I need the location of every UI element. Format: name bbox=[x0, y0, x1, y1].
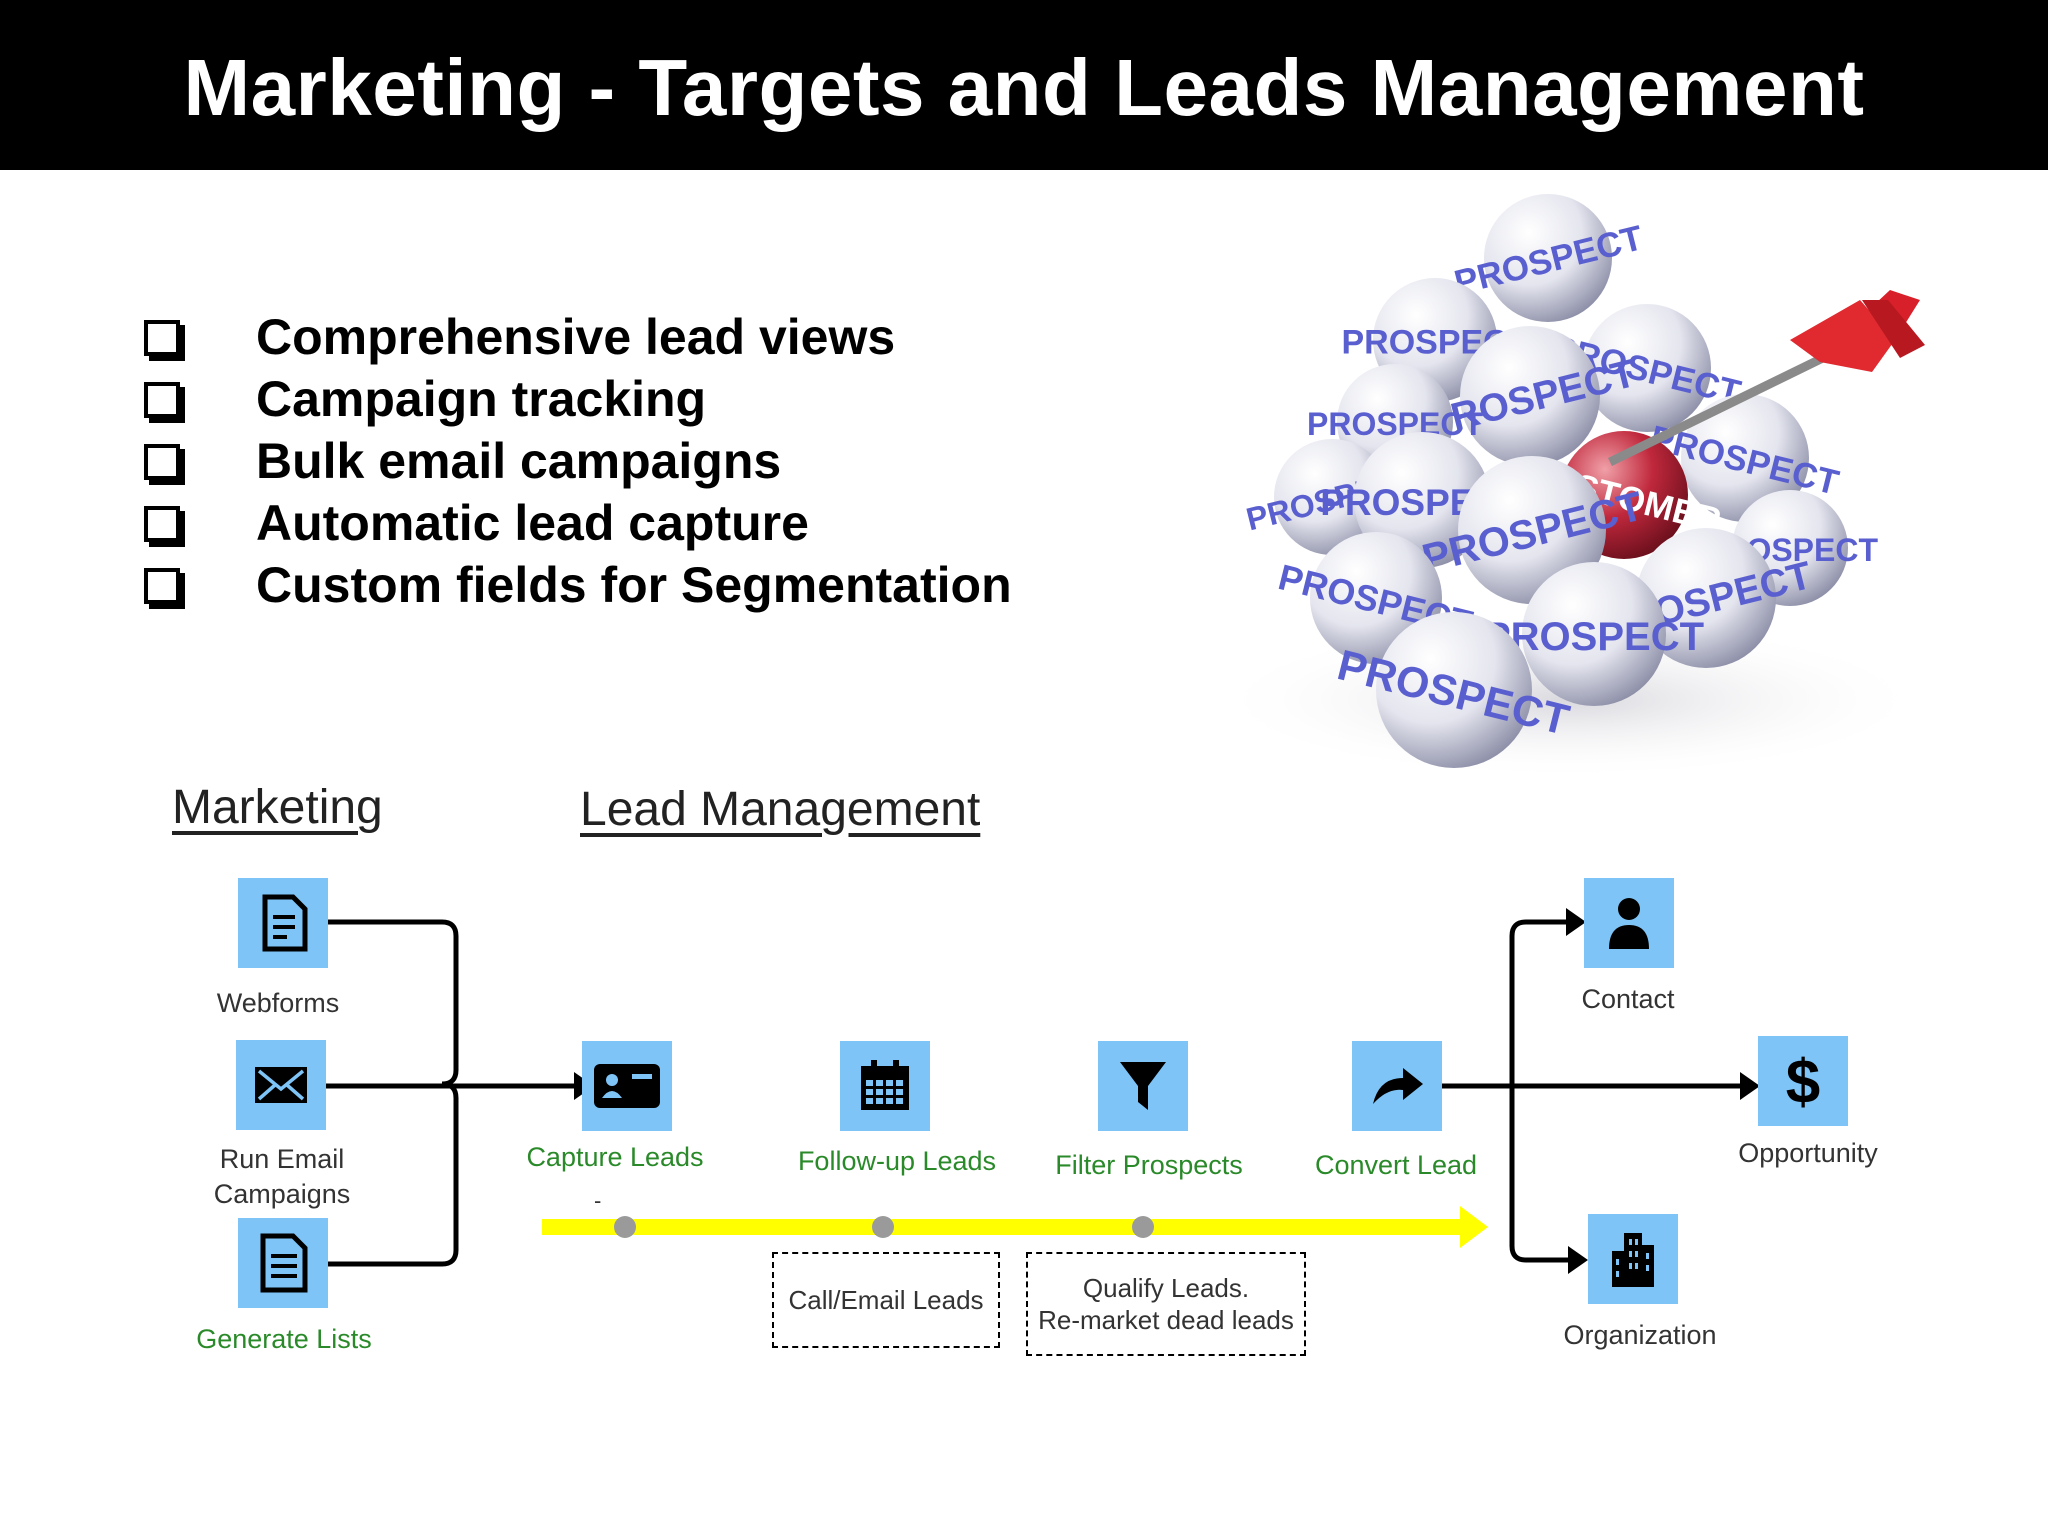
prospect-ball-text: PROSPECT bbox=[1484, 615, 1704, 659]
organization-label: Organization bbox=[1563, 1320, 1717, 1350]
prospect-ball-text: PROSPECT bbox=[1243, 460, 1423, 538]
prospect-ball bbox=[1636, 528, 1776, 668]
prospect-ball bbox=[1484, 194, 1612, 322]
id-card-icon bbox=[594, 1064, 660, 1108]
customer-ball bbox=[1560, 431, 1688, 559]
checkbox-icon bbox=[144, 568, 180, 604]
feature-label: Custom fields for Segmentation bbox=[256, 557, 1012, 613]
prospect-ball bbox=[1376, 612, 1532, 768]
filter-prospects-tile[interactable] bbox=[1098, 1041, 1188, 1131]
prospect-ball bbox=[1373, 278, 1497, 402]
prospect-ball-text: PROSPECT bbox=[1646, 418, 1842, 502]
generate-lists-tile[interactable] bbox=[238, 1218, 328, 1308]
document-icon bbox=[262, 894, 308, 952]
feature-label: Automatic lead capture bbox=[256, 495, 809, 551]
prospect-ball bbox=[1274, 439, 1390, 555]
call-email-note-text: Call/Email Leads bbox=[788, 1285, 984, 1315]
lead-management-heading: Lead Management bbox=[580, 783, 981, 836]
prospect-ball-text: PROSPECT bbox=[1418, 483, 1648, 582]
prospect-ball bbox=[1522, 562, 1666, 706]
checkbox-icon bbox=[144, 506, 180, 542]
checkbox-icon bbox=[144, 320, 180, 356]
email-campaigns-tile[interactable] bbox=[236, 1040, 326, 1130]
dart-icon bbox=[1608, 290, 1925, 467]
opportunity-label: Opportunity bbox=[1738, 1138, 1878, 1168]
convert-lead-label: Convert Lead bbox=[1314, 1150, 1478, 1180]
feature-label: Campaign tracking bbox=[256, 371, 707, 427]
email-campaigns-label: Run Email Campaigns bbox=[213, 1144, 351, 1209]
contact-label: Contact bbox=[1581, 984, 1675, 1014]
webforms-tile[interactable] bbox=[238, 878, 328, 968]
feature-label: Bulk email campaigns bbox=[256, 433, 782, 489]
prospect-ball bbox=[1310, 532, 1442, 664]
timeline-dash: - bbox=[594, 1188, 602, 1213]
prospect-ball-text: PROSPECT bbox=[1597, 554, 1816, 648]
envelope-icon bbox=[255, 1067, 307, 1103]
dollar-icon: $ bbox=[1786, 1049, 1820, 1113]
list-document-icon bbox=[260, 1233, 308, 1293]
prospect-ball-text: PROSPECT bbox=[1307, 406, 1483, 442]
share-arrow-icon bbox=[1373, 1068, 1423, 1104]
convert-lead-tile[interactable] bbox=[1352, 1041, 1442, 1131]
checkbox-icon bbox=[144, 382, 180, 418]
prospect-ball-text: PROSPECT bbox=[1450, 218, 1646, 302]
prospect-ball-text: PROSPECT bbox=[1333, 641, 1574, 745]
calendar-icon bbox=[861, 1060, 909, 1110]
prospect-ball bbox=[1458, 456, 1606, 604]
generate-lists-label: Generate Lists bbox=[196, 1324, 372, 1354]
qualify-leads-note-text: Qualify Leads. Re-market dead leads bbox=[1038, 1273, 1294, 1335]
capture-leads-label: Capture Leads bbox=[526, 1142, 704, 1172]
svg-text:$: $ bbox=[1786, 1049, 1820, 1113]
webforms-label: Webforms bbox=[216, 988, 340, 1018]
marketing-heading: Marketing bbox=[172, 781, 383, 834]
qualify-leads-note: Qualify Leads. Re-market dead leads bbox=[1026, 1252, 1306, 1356]
call-email-note: Call/Email Leads bbox=[772, 1252, 1000, 1348]
prospect-ball-text: PROSPECT bbox=[1548, 328, 1744, 412]
feature-label: Comprehensive lead views bbox=[256, 309, 896, 365]
prospect-ball-text: PROSPECT bbox=[1341, 324, 1528, 362]
opportunity-tile[interactable]: $ bbox=[1758, 1036, 1848, 1126]
follow-up-leads-label: Follow-up Leads bbox=[797, 1146, 997, 1176]
prospect-ball bbox=[1583, 304, 1711, 432]
prospect-ball bbox=[1732, 490, 1848, 606]
prospect-ball bbox=[1354, 432, 1490, 568]
person-icon bbox=[1609, 898, 1649, 949]
follow-up-leads-tile[interactable] bbox=[840, 1041, 930, 1131]
checkbox-icon bbox=[144, 444, 180, 480]
prospect-ball-text: PROSPECT bbox=[1421, 352, 1640, 446]
filter-prospects-label: Filter Prospects bbox=[1055, 1150, 1243, 1180]
prospect-ball-text: PROSPECT bbox=[1702, 532, 1878, 568]
funnel-icon bbox=[1120, 1062, 1166, 1110]
prospect-ball bbox=[1337, 364, 1453, 480]
contact-tile[interactable] bbox=[1584, 878, 1674, 968]
prospect-ball bbox=[1681, 394, 1809, 522]
prospect-ball-text: PROSPECT bbox=[1320, 482, 1524, 523]
prospect-ball-text: PROSPECT bbox=[1274, 556, 1476, 644]
title-bar bbox=[0, 0, 2048, 170]
customer-ball-text: CUSTOMER bbox=[1522, 454, 1725, 540]
prospect-ball bbox=[1460, 326, 1600, 466]
organization-tile[interactable] bbox=[1588, 1214, 1678, 1304]
building-icon bbox=[1612, 1233, 1654, 1287]
page-title: Marketing - Targets and Leads Management bbox=[183, 43, 1865, 132]
capture-leads-tile[interactable] bbox=[582, 1041, 672, 1131]
